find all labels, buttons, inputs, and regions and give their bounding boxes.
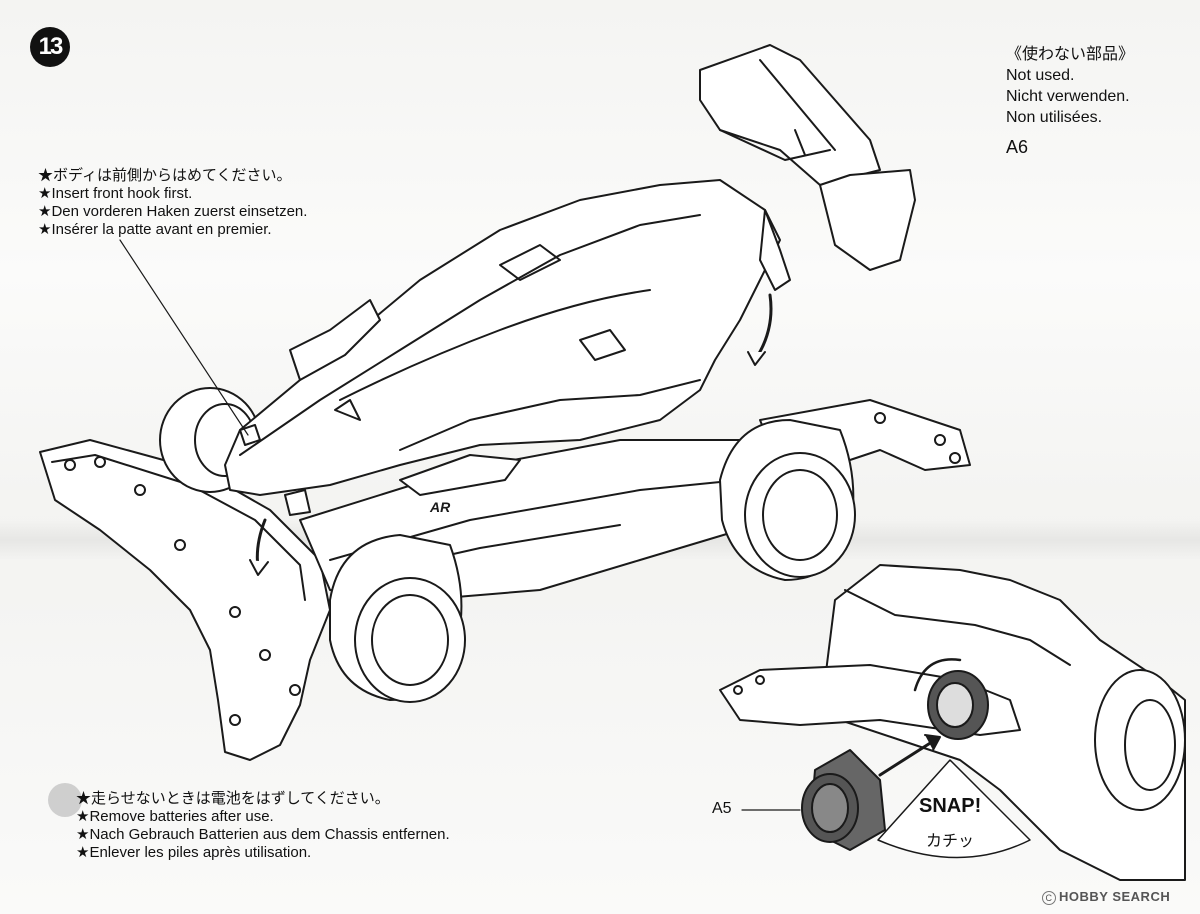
body-note-de: ★Den vorderen Haken zuerst einsetzen.	[38, 203, 308, 220]
unused-part-label: A6	[1006, 137, 1029, 157]
unused-de: Nicht verwenden.	[1006, 88, 1130, 105]
body-note-leader	[119, 239, 249, 436]
unused-jp: 《使わない部品》	[1006, 46, 1135, 63]
snap-label-jp: カチッ	[926, 833, 975, 850]
rear-wing	[699, 44, 916, 291]
rear-right-wheel	[719, 419, 856, 581]
battery-note-en: ★Remove batteries after use.	[76, 808, 274, 825]
grey-blot	[48, 783, 82, 817]
part-label-a5: A5	[712, 800, 732, 817]
inset-illustration	[719, 564, 1186, 881]
body-shell	[224, 179, 781, 516]
battery-removal-note: ★走らせないときは電池をはずしてください。 ★Remove batteries …	[76, 790, 450, 862]
body-note-fr: ★Insérer la patte avant en premier.	[38, 221, 272, 238]
unused-fr: Non utilisées.	[1006, 109, 1103, 126]
body-note-jp: ★ボディは前側からはめてください。	[38, 167, 292, 184]
watermark-brand: HOBBY SEARCH	[1059, 889, 1171, 904]
battery-note-jp: ★走らせないときは電池をはずしてください。	[76, 790, 390, 807]
body-install-note: ★ボディは前側からはめてください。 ★Insert front hook fir…	[38, 167, 307, 239]
snap-label: SNAP!	[919, 795, 982, 817]
front-right-wheel	[329, 534, 466, 703]
chassis-logo: AR	[429, 499, 451, 515]
battery-note-de: ★Nach Gebrauch Batterien aus dem Chassis…	[76, 826, 450, 843]
rear-insert-arrow	[753, 293, 773, 362]
unused-parts-note: 《使わない部品》 Not used. Nicht verwenden. Non …	[1006, 44, 1134, 158]
battery-cap-part	[801, 749, 886, 851]
unused-en: Not used.	[1006, 67, 1075, 84]
battery-note-fr: ★Enlever les piles après utilisation.	[76, 844, 312, 861]
step-number-badge: 13	[30, 27, 70, 67]
copyright-icon: C	[1042, 890, 1056, 905]
body-note-en: ★Insert front hook first.	[38, 185, 193, 202]
